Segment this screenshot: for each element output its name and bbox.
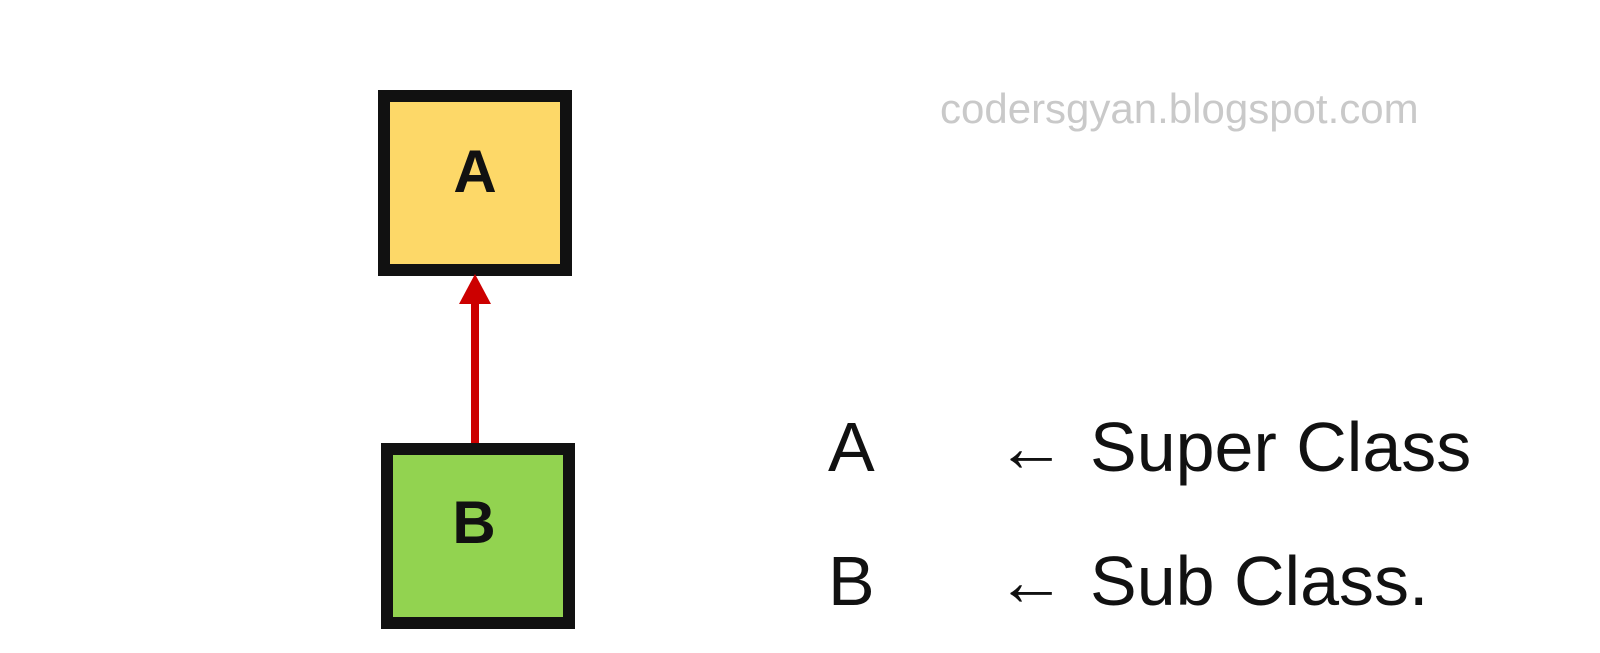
legend-key: A — [828, 408, 875, 486]
inheritance-arrow — [459, 274, 491, 448]
legend-description: Sub Class. — [1090, 542, 1429, 620]
legend-description: Super Class — [1090, 408, 1472, 486]
superclass-box-label: A — [453, 138, 497, 205]
superclass-box: A — [378, 90, 572, 276]
legend-key: B — [828, 542, 875, 620]
inheritance-arrow-head — [459, 274, 491, 304]
subclass-box-label: B — [452, 489, 496, 556]
watermark-text: codersgyan.blogspot.com — [940, 85, 1419, 132]
subclass-box: B — [381, 443, 575, 629]
left-arrow-icon: ← — [996, 542, 1066, 620]
left-arrow-icon: ← — [996, 408, 1066, 486]
